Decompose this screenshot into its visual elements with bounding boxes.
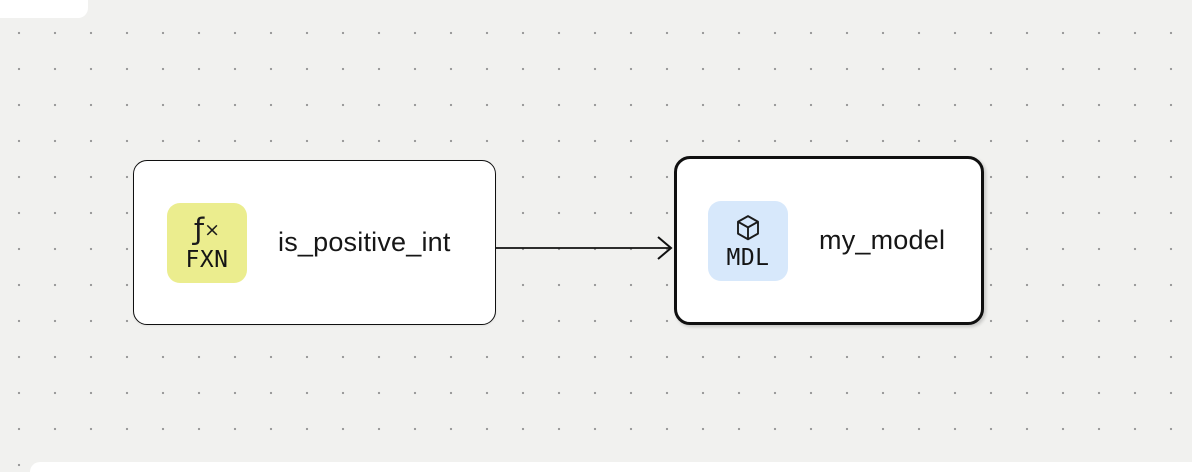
cube-icon	[733, 210, 763, 246]
node-label-is-positive-int: is_positive_int	[278, 227, 451, 257]
page-strip-bottom	[30, 462, 1192, 472]
edge-arrow[interactable]	[494, 228, 678, 268]
function-icon-x: ×	[204, 218, 221, 241]
function-badge: ƒ× FXN	[167, 202, 247, 283]
model-badge: MDL	[708, 200, 788, 281]
badge-abbr-fxn: FXN	[185, 246, 229, 273]
node-my-model[interactable]: MDL my_model	[674, 156, 984, 325]
page-corner-top-left	[0, 0, 88, 18]
node-is-positive-int[interactable]: ƒ× FXN is_positive_int	[133, 160, 496, 325]
node-label-my-model: my_model	[819, 225, 946, 255]
function-icon: ƒ×	[194, 212, 220, 248]
badge-abbr-mdl: MDL	[726, 244, 770, 271]
function-icon-f: ƒ	[193, 212, 205, 247]
